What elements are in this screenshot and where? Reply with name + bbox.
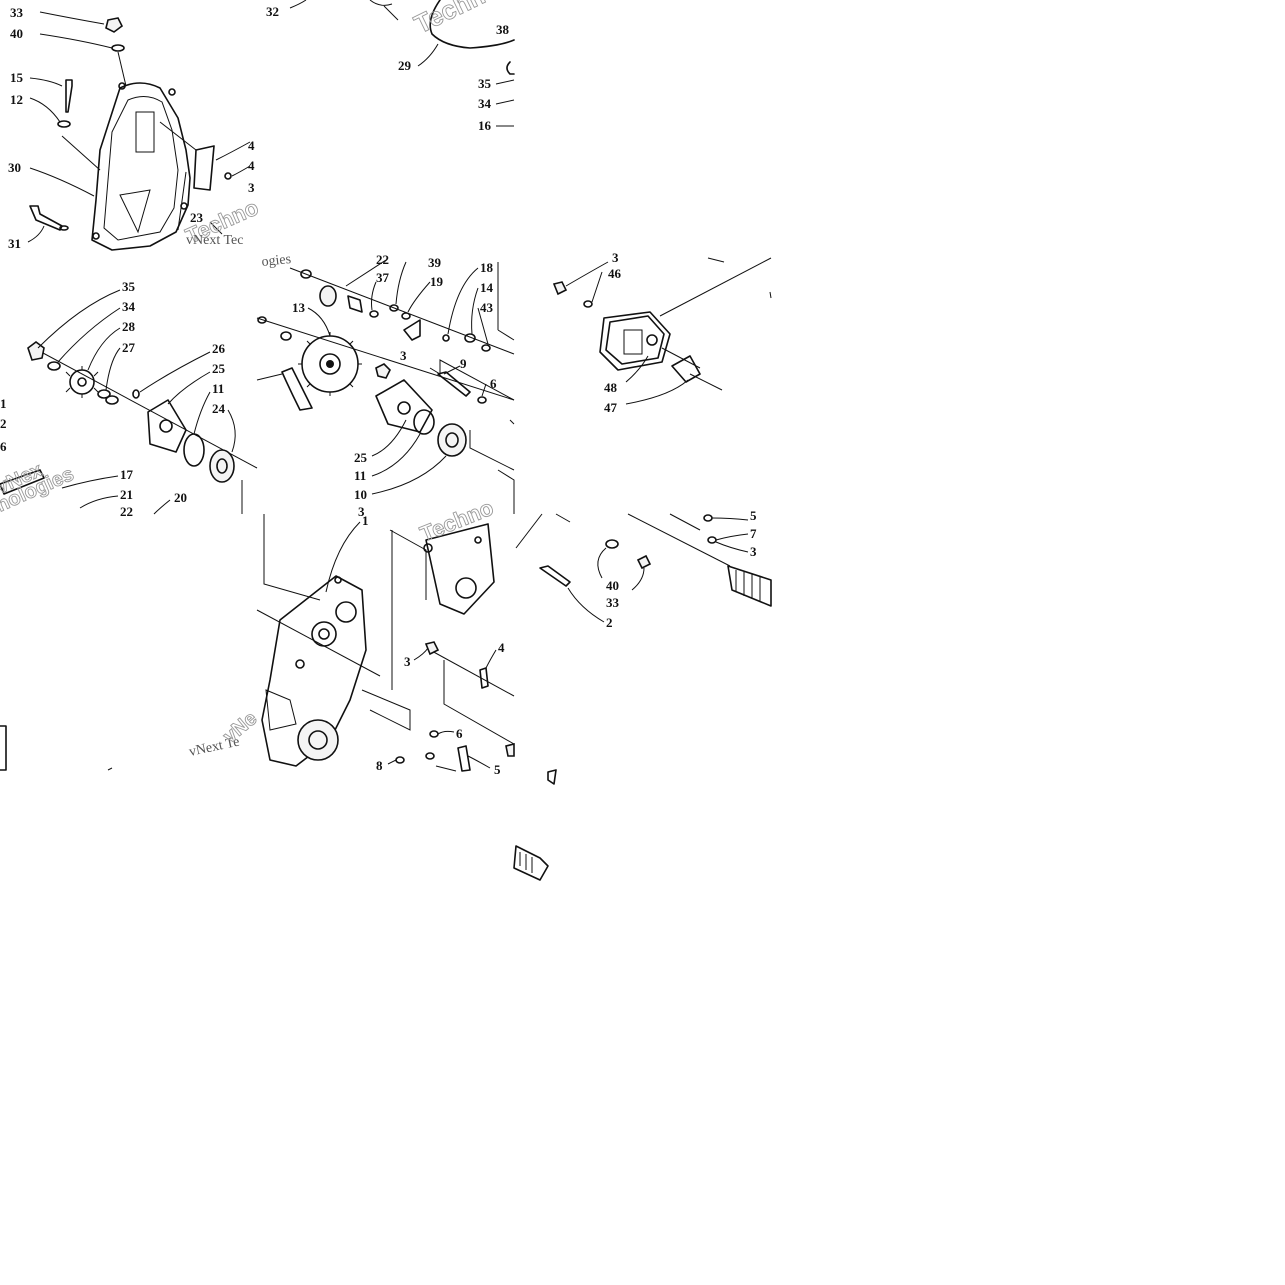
callout-34: 34 — [122, 299, 136, 314]
callout-9: 9 — [460, 356, 467, 371]
callout-47: 47 — [604, 400, 618, 415]
tile-top-left: 33 40 15 12 30 31 4 4 3 23 Techno vNext … — [8, 5, 262, 251]
callout-25: 25 — [212, 361, 226, 376]
callout-33: 33 — [10, 5, 24, 20]
callout-15: 15 — [10, 70, 24, 85]
callout-5: 5 — [494, 762, 501, 777]
callout-26: 26 — [212, 341, 226, 356]
callout-4a: 4 — [248, 138, 255, 153]
callout-3: 3 — [750, 544, 757, 559]
callout-48: 48 — [604, 380, 618, 395]
watermark-text: ogies — [261, 252, 292, 270]
callout-17: 17 — [120, 467, 134, 482]
callout-6: 6 — [456, 726, 463, 741]
callout-1: 1 — [0, 396, 7, 411]
callout-6: 6 — [0, 439, 7, 454]
callout-14: 14 — [480, 280, 494, 295]
callout-25: 25 — [354, 450, 368, 465]
callout-4b: 4 — [248, 158, 255, 173]
callout-12: 12 — [10, 92, 23, 107]
callout-29: 29 — [398, 58, 412, 73]
watermark-text: Techn — [409, 0, 489, 39]
callout-8: 8 — [376, 758, 383, 773]
splined-shaft-part — [727, 565, 772, 607]
splined-shaft-part — [513, 845, 549, 881]
callout-30: 30 — [8, 160, 21, 175]
callout-3: 3 — [248, 180, 255, 195]
callout-11: 11 — [354, 468, 366, 483]
callout-27: 27 — [122, 340, 136, 355]
callout-46: 46 — [608, 266, 622, 281]
callout-4: 4 — [498, 640, 505, 655]
chaincase-cover-part — [91, 82, 191, 251]
callout-11: 11 — [212, 381, 224, 396]
callout-39: 39 — [428, 255, 442, 270]
callout-35: 35 — [122, 279, 136, 294]
callout-16: 16 — [478, 118, 492, 133]
callout-33: 33 — [606, 595, 620, 610]
callout-2: 2 — [0, 416, 7, 431]
callout-43: 43 — [480, 300, 494, 315]
tile-top-middle: 32 29 38 35 34 16 Techn — [266, 0, 515, 133]
callout-10: 10 — [354, 487, 367, 502]
callout-3: 3 — [358, 504, 365, 519]
callout-6: 6 — [490, 376, 497, 391]
callout-40: 40 — [606, 578, 619, 593]
callout-20: 20 — [174, 490, 187, 505]
fragment-outside-tiles — [0, 725, 557, 881]
tile-bottom-middle: 1 3 4 6 8 5 Techno vNext Te vNe — [188, 494, 515, 777]
bearing-part — [209, 449, 235, 483]
tile-middle-right: 3 46 48 47 — [552, 250, 772, 415]
nut-part — [105, 17, 124, 33]
callout-5: 5 — [750, 508, 757, 523]
callout-35: 35 — [478, 76, 492, 91]
callout-38: 38 — [496, 22, 510, 37]
bearing-plate-part — [147, 399, 187, 453]
callout-40: 40 — [10, 26, 23, 41]
callout-23: 23 — [190, 210, 204, 225]
callout-1: 1 — [362, 513, 369, 528]
callout-31: 31 — [8, 236, 21, 251]
tile-bottom-right: 5 7 3 40 33 2 — [515, 508, 772, 630]
tile-middle-left: 35 34 28 27 26 25 11 24 17 21 20 1 2 6 2… — [0, 279, 258, 519]
callout-18: 18 — [480, 260, 494, 275]
callout-3: 3 — [404, 654, 411, 669]
callout-28: 28 — [122, 319, 136, 334]
callout-2: 2 — [606, 615, 613, 630]
watermark-text: vNext Tec — [186, 233, 243, 248]
callout-13: 13 — [292, 300, 306, 315]
chaincase-housing-part — [261, 575, 367, 767]
callout-22: 22 — [120, 504, 133, 519]
callout-24: 24 — [212, 401, 226, 416]
callout-19: 19 — [430, 274, 444, 289]
bearing-part — [437, 423, 467, 457]
callout-37: 37 — [376, 270, 390, 285]
watermark-text: Techno — [417, 495, 497, 547]
bearing-plate-part — [375, 379, 433, 433]
callout-7: 7 — [750, 526, 757, 541]
tile-center: 22 37 39 18 19 14 43 13 3 9 6 25 11 10 3… — [256, 252, 515, 519]
callout-3: 3 — [612, 250, 619, 265]
drive-belt-part — [429, 0, 515, 49]
callout-34: 34 — [478, 96, 492, 111]
callout-21: 21 — [120, 487, 133, 502]
callout-32: 32 — [266, 4, 279, 19]
callout-22: 22 — [376, 252, 389, 267]
callout-3: 3 — [400, 348, 407, 363]
bracket-plate-part — [425, 523, 495, 615]
switch-housing-part — [599, 311, 671, 371]
